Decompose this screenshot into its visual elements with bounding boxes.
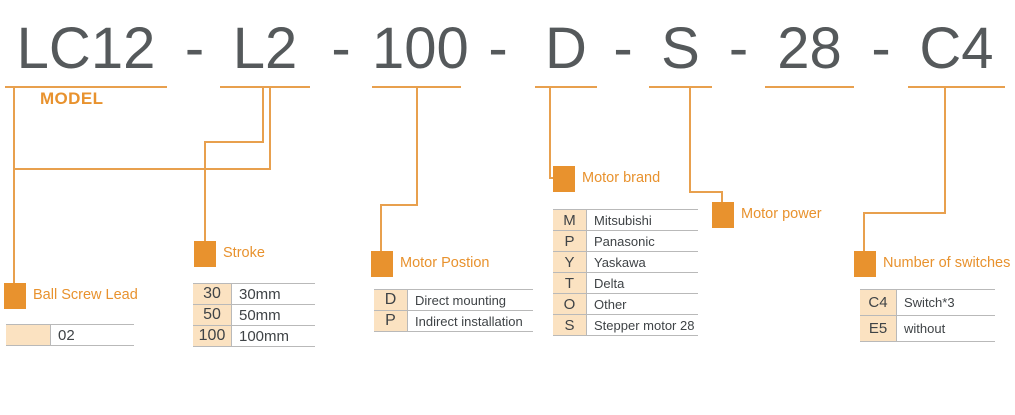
table-row: 30 30mm — [193, 283, 315, 305]
marker-square-icon — [712, 202, 734, 228]
callout-label: Stroke — [223, 245, 265, 261]
cell-key: Y — [553, 251, 587, 273]
marker-square-icon — [553, 166, 575, 192]
model-label: MODEL — [40, 89, 104, 108]
leader-motor-power — [689, 87, 723, 202]
table-body: D Direct mounting P Indirect installatio… — [374, 289, 533, 332]
leader-number-of-switches — [863, 87, 946, 251]
cell-value: Mitsubishi — [586, 209, 698, 231]
code-token-power: 28 — [777, 16, 842, 81]
callout-label: Number of switches — [883, 255, 1011, 271]
code-token-switches: C4 — [919, 16, 994, 81]
cell-value: 100mm — [231, 325, 315, 347]
cell-key: T — [553, 272, 587, 294]
cell-value: Direct mounting — [407, 289, 533, 311]
table-row: 100 100mm — [193, 325, 315, 347]
cell-key — [6, 324, 51, 346]
cell-key: D — [374, 289, 408, 311]
table-row: Y Yaskawa — [553, 251, 698, 273]
marker-square-icon — [854, 251, 876, 277]
table-row: C4 Switch*3 — [860, 289, 995, 316]
cell-value: Delta — [586, 272, 698, 294]
leader-stroke — [204, 87, 264, 241]
cell-key: C4 — [860, 289, 897, 316]
table-row: D Direct mounting — [374, 289, 533, 311]
table-ball-screw-lead: 02 — [6, 324, 134, 346]
leader-motor-postion — [380, 87, 418, 251]
callout-label: Motor power — [741, 206, 822, 222]
table-row: E5 without — [860, 315, 995, 342]
table-body: M Mitsubishi P Panasonic Y Yaskawa T Del… — [553, 209, 698, 336]
cell-key: P — [374, 310, 408, 332]
table-row: P Panasonic — [553, 230, 698, 252]
table-body: 30 30mm 50 50mm 100 100mm — [193, 283, 315, 347]
table-motor-postion: D Direct mounting P Indirect installatio… — [374, 289, 533, 332]
leader-motor-brand — [549, 87, 564, 179]
cell-value: Indirect installation — [407, 310, 533, 332]
code-separator-4: - — [613, 16, 633, 81]
cell-value: without — [896, 315, 995, 342]
code-separator-5: - — [728, 16, 749, 81]
cell-key: O — [553, 293, 587, 315]
code-separator-6: - — [871, 16, 891, 81]
table-body: C4 Switch*3 E5 without — [860, 289, 995, 342]
cell-key: M — [553, 209, 587, 231]
cell-value: Stepper motor 28 — [586, 314, 698, 336]
table-row: S Stepper motor 28 — [553, 314, 698, 336]
cell-key: 30 — [193, 283, 232, 305]
callout-label: Motor Postion — [400, 255, 490, 271]
table-number-of-switches: C4 Switch*3 E5 without — [860, 289, 995, 342]
cell-value: Yaskawa — [586, 251, 698, 273]
table-row: O Other — [553, 293, 698, 315]
code-separator-2: - — [331, 16, 351, 81]
cell-value: 50mm — [231, 304, 315, 326]
code-token-brand: S — [661, 16, 700, 81]
code-separator-3: - — [488, 16, 508, 81]
code-token-position: D — [545, 16, 587, 81]
table-motor-brand: M Mitsubishi P Panasonic Y Yaskawa T Del… — [553, 209, 698, 336]
callout-label: Ball Screw Lead — [33, 287, 138, 303]
marker-square-icon — [371, 251, 393, 277]
code-token-model: LC12 — [16, 16, 156, 81]
cell-value: Switch*3 — [896, 289, 995, 316]
cell-value: Other — [586, 293, 698, 315]
cell-key: 100 — [193, 325, 232, 347]
table-stroke: 30 30mm 50 50mm 100 100mm — [193, 283, 315, 347]
code-separator-1: - — [184, 16, 205, 81]
cell-key: 50 — [193, 304, 232, 326]
code-token-lead: L2 — [232, 16, 298, 81]
table-row: 02 — [6, 324, 134, 346]
cell-key: E5 — [860, 315, 897, 342]
table-body: 02 — [6, 324, 134, 346]
cell-value: Panasonic — [586, 230, 698, 252]
model-code-row: LC12 - L2 - 100 - D - S - 28 - C4 — [0, 14, 1015, 84]
cell-key: P — [553, 230, 587, 252]
code-token-stroke: 100 — [372, 16, 469, 81]
table-row: M Mitsubishi — [553, 209, 698, 231]
table-row: T Delta — [553, 272, 698, 294]
cell-value: 30mm — [231, 283, 315, 305]
marker-square-icon — [4, 283, 26, 309]
leader-ball-screw-lead-run — [14, 87, 271, 170]
table-row: P Indirect installation — [374, 310, 533, 332]
table-row: 50 50mm — [193, 304, 315, 326]
cell-value: 02 — [50, 324, 134, 346]
callout-label: Motor brand — [582, 170, 661, 186]
marker-square-icon — [194, 241, 216, 267]
cell-key: S — [553, 314, 587, 336]
